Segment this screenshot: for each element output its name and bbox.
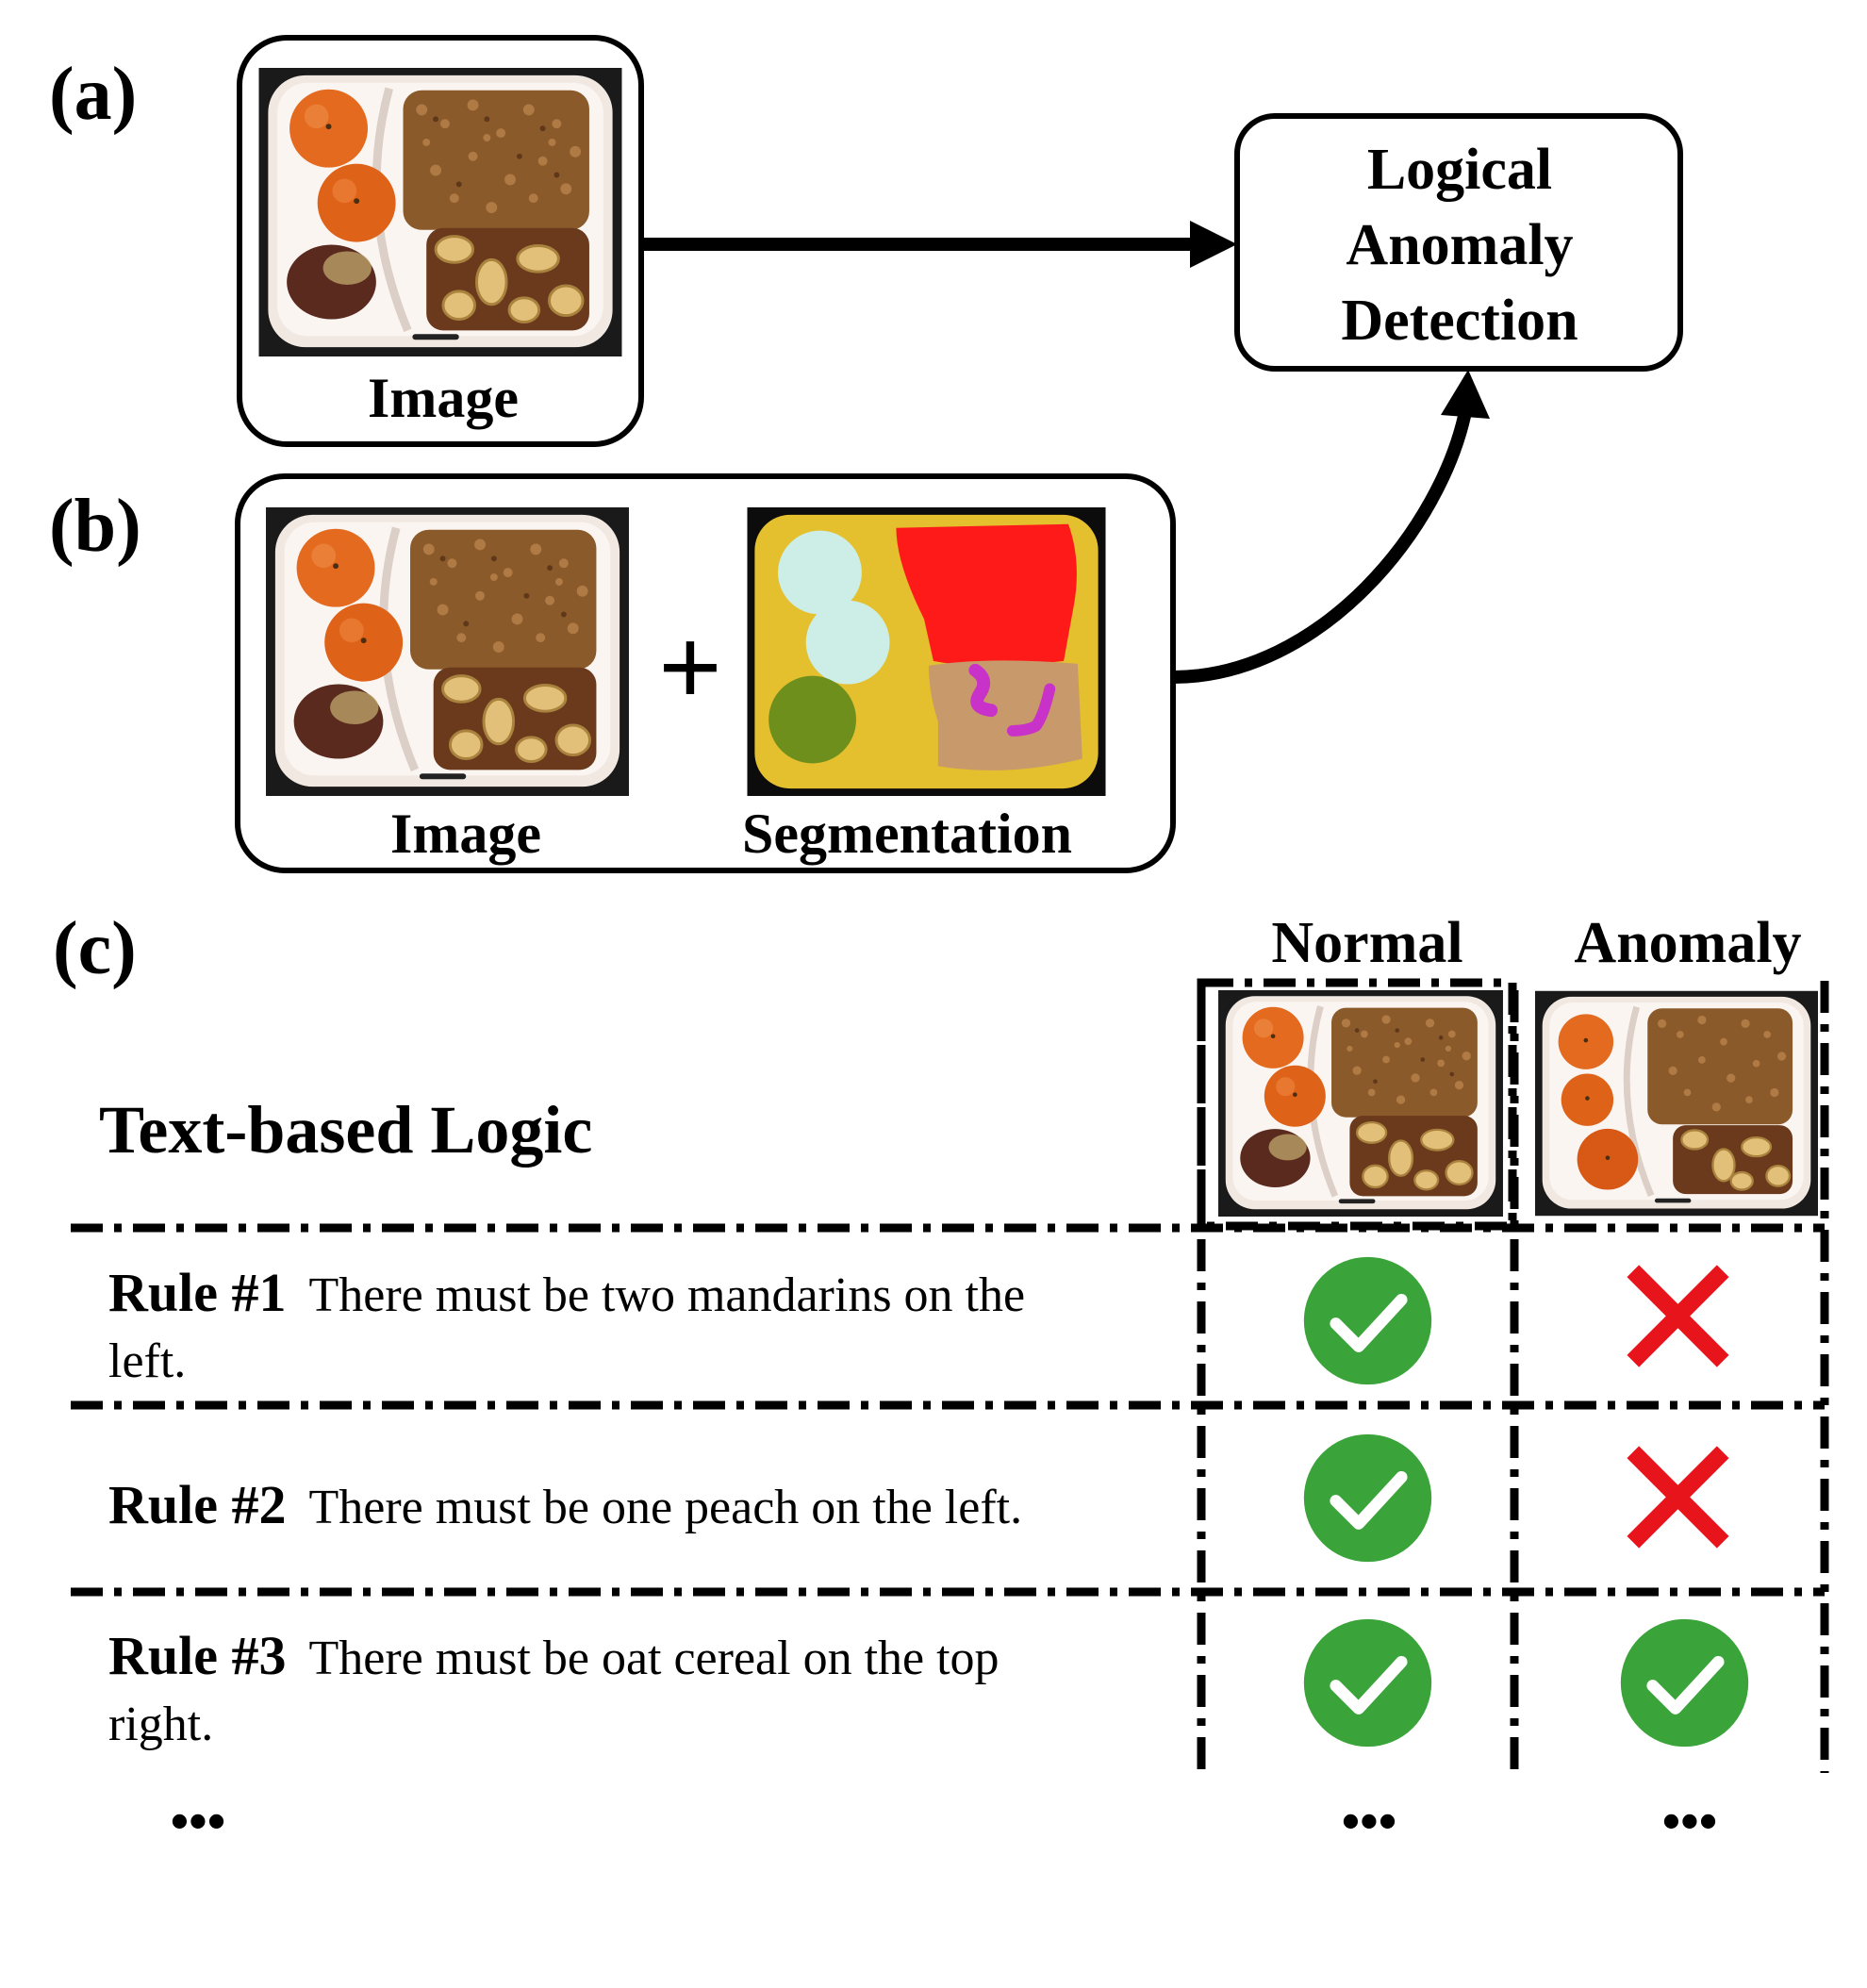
detection-title-line2: Anomaly	[1346, 213, 1573, 277]
rule-3-id: Rule #3	[108, 1625, 287, 1686]
rule-1-id: Rule #1	[108, 1262, 287, 1323]
food-tray-image-b	[266, 507, 629, 796]
rule-1-row: Rule #1 There must be two mandarins on th…	[108, 1262, 1025, 1323]
panel-b-label: (b)	[49, 485, 141, 568]
check-circle-icon	[1304, 1257, 1431, 1384]
check-circle-icon	[1621, 1619, 1748, 1747]
panel-b-segmentation-caption: Segmentation	[742, 803, 1072, 865]
segmentation-map-image	[747, 507, 1105, 796]
rule-2-text-line1: There must be one peach on the left.	[309, 1481, 1023, 1534]
red-cross-icon	[1633, 1271, 1723, 1361]
arrow-icon	[1190, 221, 1237, 268]
table-grid	[71, 978, 1829, 1773]
plus-icon: +	[658, 605, 722, 730]
panel-c-label: (c)	[53, 907, 137, 990]
detection-title-line3: Detection	[1341, 289, 1578, 353]
rule-3-row: Rule #3 There must be oat cereal on the t…	[108, 1625, 1000, 1686]
text-based-logic-heading: Text-based Logic	[99, 1092, 592, 1168]
logical-anomaly-detection-box	[1234, 113, 1683, 372]
red-cross-icon	[1633, 1452, 1723, 1542]
column-header-anomaly: Anomaly	[1574, 911, 1801, 975]
rule-1-text-line2: left.	[108, 1334, 186, 1388]
rule-2-row: Rule #2 There must be one peach on the le…	[108, 1474, 1022, 1535]
rule-2-id: Rule #2	[108, 1474, 287, 1535]
anomaly-sample-image	[1535, 991, 1818, 1216]
normal-ellipsis: •••	[1342, 1793, 1397, 1851]
rule-3-text-line1: There must be oat cereal on the top	[309, 1632, 1000, 1685]
rule-3-text-line2: right.	[108, 1698, 213, 1751]
arrow-icon	[1441, 370, 1490, 419]
column-header-normal: Normal	[1271, 911, 1462, 975]
rules-ellipsis: •••	[171, 1793, 226, 1851]
check-circle-icon	[1304, 1619, 1431, 1747]
detection-title-line1: Logical	[1367, 138, 1552, 202]
panel-a-label: (a)	[49, 53, 137, 136]
rule-1-text-line1: There must be two mandarins on the	[309, 1268, 1026, 1322]
anomaly-ellipsis: •••	[1662, 1793, 1718, 1851]
food-tray-image-a	[259, 68, 622, 356]
panel-a-image-caption: Image	[368, 367, 519, 429]
arrow-b-curve	[1172, 406, 1473, 684]
check-circle-icon	[1304, 1434, 1431, 1562]
normal-sample-image	[1218, 990, 1503, 1217]
panel-b-image-caption: Image	[390, 803, 541, 865]
